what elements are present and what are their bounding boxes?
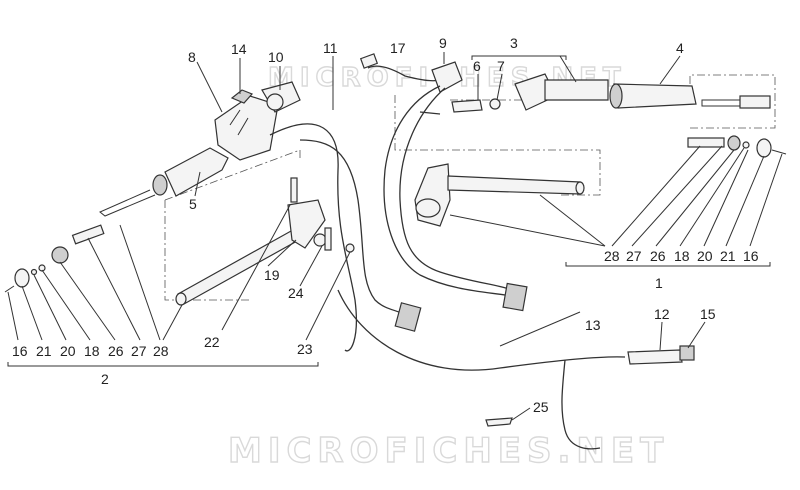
label-12: 12 (654, 306, 670, 322)
right-oring (742, 141, 750, 149)
right-tube-end (575, 181, 585, 195)
part-17 (359, 53, 379, 69)
group-bracket-3 (471, 55, 567, 60)
label-7: 7 (497, 58, 505, 74)
grip-flange (609, 83, 623, 109)
label-4: 4 (676, 40, 684, 56)
wire-25-line (561, 359, 601, 450)
right-wire-2 (399, 87, 513, 291)
right-washer-27 (727, 135, 741, 151)
label-right-18: 18 (674, 248, 690, 264)
clamp-bolt-2 (324, 227, 332, 251)
right-connector (502, 282, 528, 312)
wire-stub (419, 111, 441, 115)
left-oring-18 (38, 264, 46, 272)
left-connector (394, 302, 422, 332)
label-5: 5 (189, 196, 197, 212)
left-washer-26 (51, 246, 69, 264)
label-right-20: 20 (697, 248, 713, 264)
left-oring-20 (30, 268, 38, 276)
label-left-26: 26 (108, 343, 124, 359)
label-9: 9 (439, 35, 447, 51)
right-rod (701, 99, 741, 107)
label-24: 24 (288, 285, 304, 301)
label-19: 19 (264, 267, 280, 283)
label-left-21: 21 (36, 343, 52, 359)
label-6: 6 (473, 58, 481, 74)
right-weight-21 (756, 138, 772, 158)
left-grip-end (152, 174, 168, 196)
cable-sleeve-12 (627, 349, 683, 365)
label-left-20: 20 (60, 343, 76, 359)
cable-clip-23 (345, 243, 355, 253)
right-screw-16 (771, 149, 787, 155)
part-7 (489, 98, 501, 110)
right-clamp-ring (415, 198, 441, 218)
label-left-16: 16 (12, 343, 28, 359)
right-handlebar-tube (447, 175, 581, 195)
left-clamp (287, 199, 326, 249)
right-switch-9 (431, 61, 463, 93)
switch-cable-17 (367, 65, 441, 82)
left-wire-2 (299, 139, 406, 316)
label-8: 8 (188, 49, 196, 65)
right-wire-harness (383, 85, 506, 296)
label-right-26: 26 (650, 248, 666, 264)
label-10: 10 (268, 49, 284, 65)
label-3: 3 (510, 35, 518, 51)
left-wire-harness (269, 123, 357, 352)
cable-end-15 (679, 345, 695, 361)
group-bracket-1 (565, 262, 771, 267)
label-right-28: 28 (604, 248, 620, 264)
label-2: 2 (101, 371, 109, 387)
label-14: 14 (231, 41, 247, 57)
label-13: 13 (585, 317, 601, 333)
label-right-21: 21 (720, 248, 736, 264)
housing-detail (229, 109, 249, 136)
label-right-16: 16 (743, 248, 759, 264)
construction-line (164, 149, 301, 201)
label-25: 25 (533, 399, 549, 415)
switch-button (266, 93, 284, 111)
left-bush-28 (71, 224, 105, 245)
throttle-tube-3 (544, 79, 609, 101)
construction-line (164, 200, 250, 301)
label-17: 17 (390, 40, 406, 56)
label-23: 23 (297, 341, 313, 357)
right-bush-28 (687, 137, 725, 148)
label-11: 11 (323, 40, 338, 56)
cable-13 (337, 289, 626, 371)
label-left-18: 18 (84, 343, 100, 359)
left-screw-16 (4, 285, 15, 293)
part-6 (451, 99, 483, 113)
clamp-bolt (290, 177, 298, 203)
label-22: 22 (204, 334, 220, 350)
label-left-28: 28 (153, 343, 169, 359)
part-25 (485, 417, 513, 427)
right-rod-end (739, 95, 771, 109)
watermark-bottom: MICROFICHES.NET (228, 431, 669, 471)
left-weight-21 (14, 268, 30, 288)
left-grip-rod (99, 189, 156, 217)
label-15: 15 (700, 306, 716, 322)
group-bracket-2 (7, 362, 319, 367)
label-1: 1 (655, 275, 663, 291)
left-grip (164, 147, 229, 197)
clamp-nut (313, 233, 327, 247)
right-grip-4 (613, 83, 697, 109)
leader-lines (7, 52, 783, 421)
label-left-27: 27 (131, 343, 147, 359)
label-right-27: 27 (626, 248, 642, 264)
switch-knob (230, 89, 254, 104)
tube-end (175, 292, 187, 306)
callout-labels: 8 14 10 11 17 9 3 6 7 4 5 19 24 22 23 13… (12, 35, 759, 415)
